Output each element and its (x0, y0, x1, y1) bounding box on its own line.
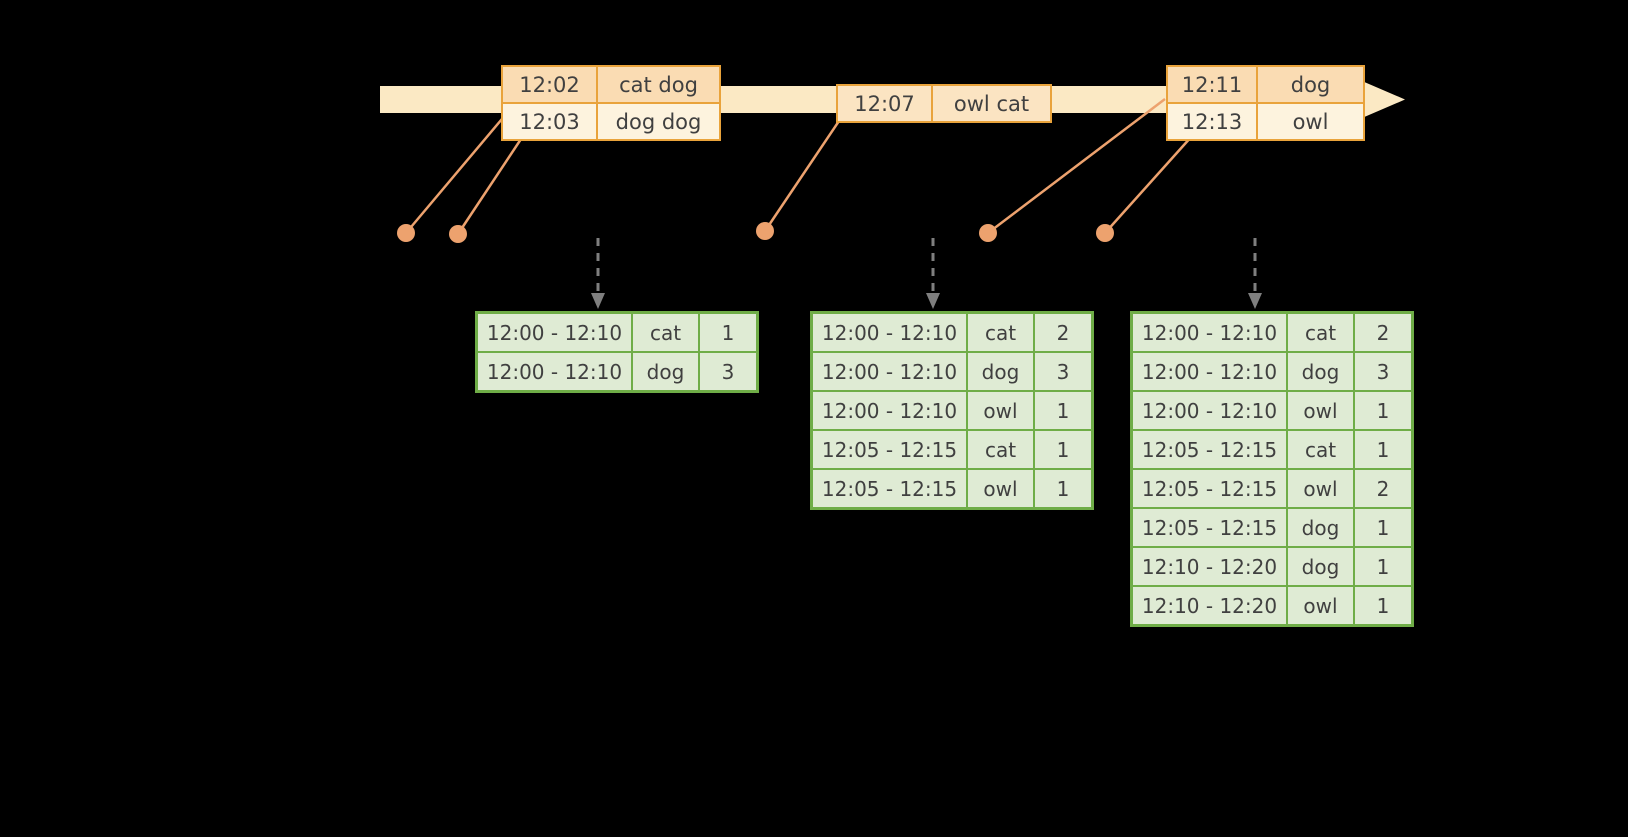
word-cell: cat (631, 311, 700, 353)
event-words: cat dog (596, 65, 721, 104)
table-row: 12:05 - 12:15 cat 1 (1130, 429, 1414, 470)
count-cell: 3 (1353, 351, 1414, 392)
event-box-1: 12:02 cat dog 12:03 dog dog (501, 65, 721, 141)
connector-line-1 (405, 112, 508, 234)
event-words: dog (1256, 65, 1365, 104)
table-row: 12:00 - 12:10 dog 3 (1130, 351, 1414, 392)
trigger-arrow-head-2 (926, 293, 940, 309)
count-cell: 3 (698, 351, 759, 393)
window-cell: 12:00 - 12:10 (810, 390, 968, 431)
event-time: 12:03 (501, 102, 598, 141)
event-box-3: 12:11 dog 12:13 owl (1166, 65, 1365, 141)
word-cell: owl (966, 468, 1035, 510)
word-cell: owl (1286, 585, 1355, 627)
count-cell: 2 (1353, 468, 1414, 509)
word-cell: cat (966, 429, 1035, 470)
result-table-3: 12:00 - 12:10 cat 2 12:00 - 12:10 dog 3 … (1130, 311, 1414, 627)
trigger-arrow-head-3 (1248, 293, 1262, 309)
word-cell: dog (631, 351, 700, 393)
window-cell: 12:05 - 12:15 (1130, 507, 1288, 548)
trigger-arrow-head-1 (591, 293, 605, 309)
event-words: owl (1256, 102, 1365, 141)
count-cell: 2 (1033, 311, 1094, 353)
result-table-1: 12:00 - 12:10 cat 1 12:00 - 12:10 dog 3 (475, 311, 759, 393)
event-dot-1 (397, 224, 415, 242)
table-row: 12:00 - 12:10 dog 3 (475, 351, 759, 393)
table-row: 12:00 - 12:10 owl 1 (1130, 390, 1414, 431)
table-row: 12:05 - 12:15 owl 2 (1130, 468, 1414, 509)
event-words: dog dog (596, 102, 721, 141)
table-row: 12:00 - 12:10 cat 2 (810, 311, 1094, 353)
count-cell: 1 (1033, 468, 1094, 510)
connector-line-4 (987, 98, 1166, 234)
table-row: 12:10 - 12:20 owl 1 (1130, 585, 1414, 627)
event-dot-5 (1096, 224, 1114, 242)
table-row: 12:05 - 12:15 dog 1 (1130, 507, 1414, 548)
word-cell: cat (1286, 429, 1355, 470)
window-cell: 12:10 - 12:20 (1130, 585, 1288, 627)
connector-line-2 (456, 135, 525, 235)
count-cell: 1 (1033, 429, 1094, 470)
count-cell: 1 (1353, 546, 1414, 587)
event-row: 12:07 owl cat (836, 84, 1052, 123)
window-cell: 12:10 - 12:20 (1130, 546, 1288, 587)
count-cell: 1 (1353, 390, 1414, 431)
window-cell: 12:00 - 12:10 (475, 311, 633, 353)
word-cell: owl (1286, 390, 1355, 431)
event-time: 12:02 (501, 65, 598, 104)
table-row: 12:00 - 12:10 dog 3 (810, 351, 1094, 392)
event-box-2: 12:07 owl cat (836, 84, 1052, 123)
window-cell: 12:05 - 12:15 (1130, 468, 1288, 509)
window-cell: 12:00 - 12:10 (1130, 311, 1288, 353)
event-words: owl cat (931, 84, 1052, 123)
event-dot-4 (979, 224, 997, 242)
word-cell: owl (966, 390, 1035, 431)
window-cell: 12:00 - 12:10 (1130, 351, 1288, 392)
window-cell: 12:00 - 12:10 (810, 351, 968, 392)
word-cell: owl (1286, 468, 1355, 509)
table-row: 12:00 - 12:10 cat 2 (1130, 311, 1414, 353)
event-row: 12:13 owl (1166, 102, 1365, 141)
table-row: 12:05 - 12:15 cat 1 (810, 429, 1094, 470)
connector-line-3 (763, 117, 843, 232)
event-row: 12:03 dog dog (501, 102, 721, 141)
word-cell: cat (1286, 311, 1355, 353)
table-row: 12:10 - 12:20 dog 1 (1130, 546, 1414, 587)
event-dot-2 (449, 225, 467, 243)
table-row: 12:00 - 12:10 owl 1 (810, 390, 1094, 431)
word-cell: dog (1286, 351, 1355, 392)
count-cell: 1 (1353, 585, 1414, 627)
result-table-2: 12:00 - 12:10 cat 2 12:00 - 12:10 dog 3 … (810, 311, 1094, 510)
window-cell: 12:05 - 12:15 (810, 429, 968, 470)
table-row: 12:00 - 12:10 cat 1 (475, 311, 759, 353)
count-cell: 1 (1353, 429, 1414, 470)
timeline-arrow-head (1355, 78, 1405, 121)
table-row: 12:05 - 12:15 owl 1 (810, 468, 1094, 510)
count-cell: 3 (1033, 351, 1094, 392)
word-cell: dog (966, 351, 1035, 392)
word-cell: dog (1286, 507, 1355, 548)
count-cell: 2 (1353, 311, 1414, 353)
count-cell: 1 (698, 311, 759, 353)
event-time: 12:11 (1166, 65, 1258, 104)
event-time: 12:07 (836, 84, 933, 123)
event-row: 12:11 dog (1166, 65, 1365, 104)
window-cell: 12:00 - 12:10 (475, 351, 633, 393)
connector-line-5 (1104, 135, 1193, 234)
window-cell: 12:05 - 12:15 (1130, 429, 1288, 470)
count-cell: 1 (1353, 507, 1414, 548)
word-cell: cat (966, 311, 1035, 353)
event-time: 12:13 (1166, 102, 1258, 141)
event-row: 12:02 cat dog (501, 65, 721, 104)
word-cell: dog (1286, 546, 1355, 587)
window-cell: 12:05 - 12:15 (810, 468, 968, 510)
window-cell: 12:00 - 12:10 (1130, 390, 1288, 431)
count-cell: 1 (1033, 390, 1094, 431)
event-dot-3 (756, 222, 774, 240)
window-cell: 12:00 - 12:10 (810, 311, 968, 353)
